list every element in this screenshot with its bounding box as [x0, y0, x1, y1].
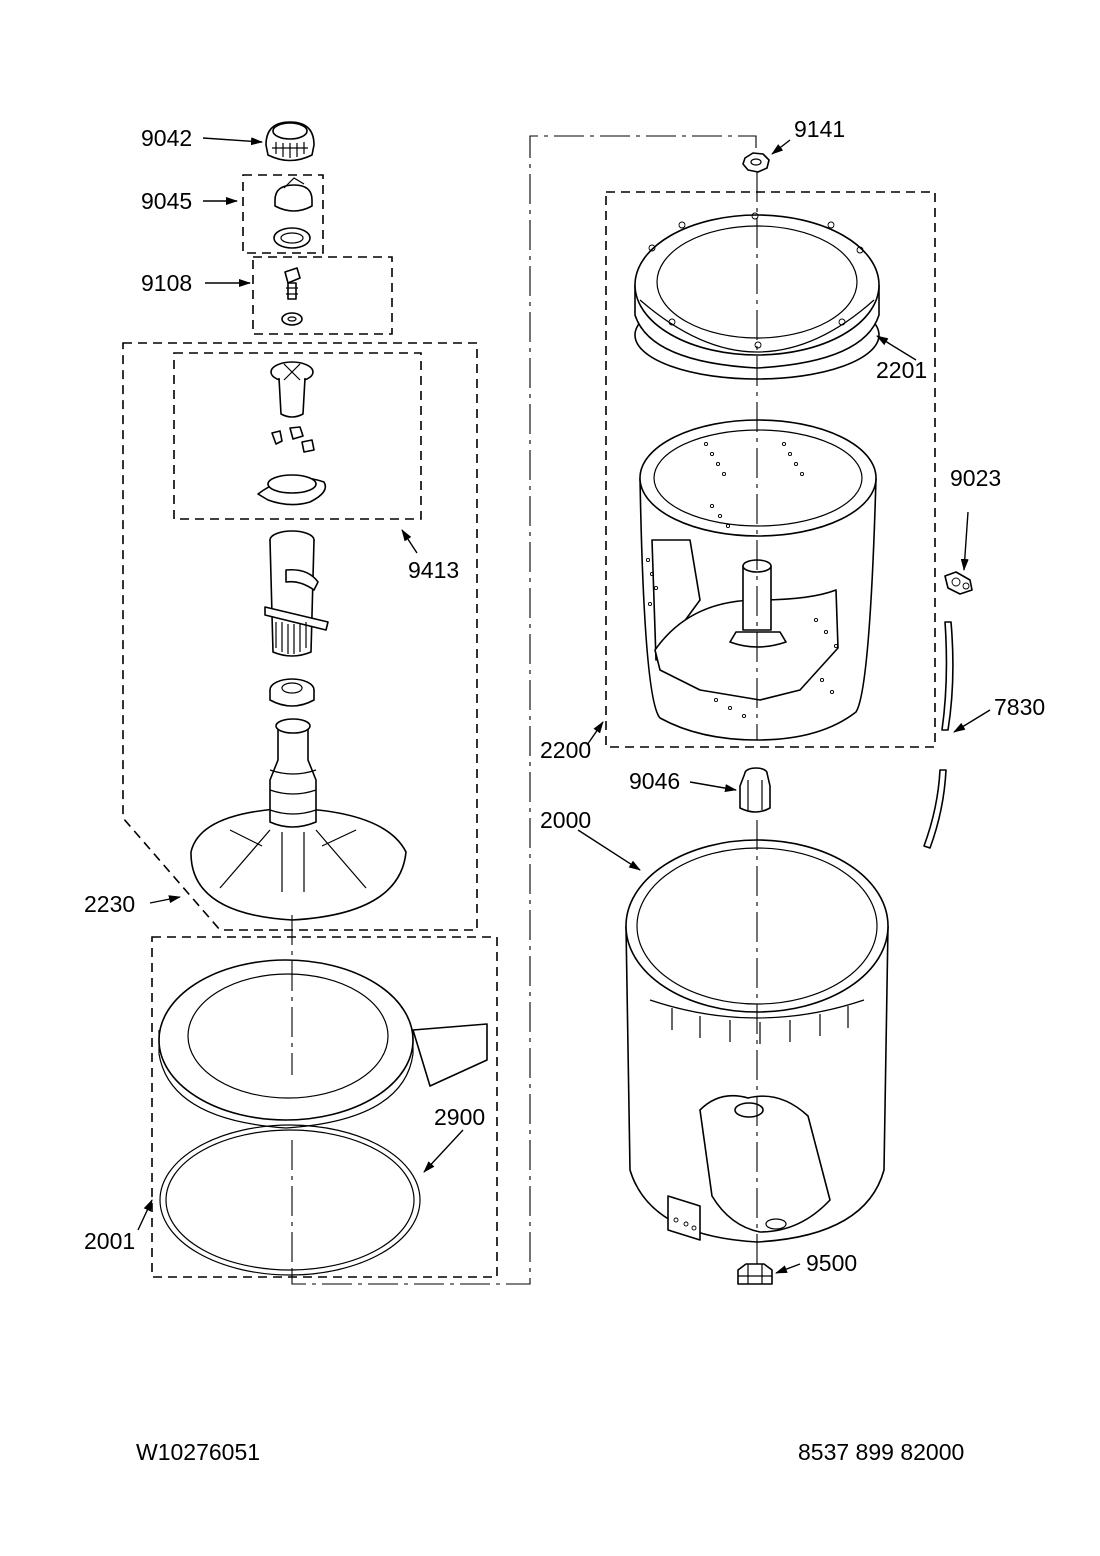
part-2900-ring-seal: [159, 1124, 421, 1276]
label-9413: 9413: [408, 557, 459, 583]
footer-right-code: 8537 899 82000: [798, 1439, 964, 1465]
part-coupler: [269, 678, 315, 707]
label-7830: 7830: [994, 694, 1045, 720]
label-9141: 9141: [794, 116, 845, 142]
part-7830-hose: [923, 621, 954, 849]
label-9046: 9046: [629, 768, 680, 794]
part-2000-outer-tub: [625, 839, 889, 1243]
label-2201: 2201: [876, 357, 927, 383]
box-2200-basket: [605, 191, 936, 748]
label-9042: 9042: [141, 125, 192, 151]
part-2001-tub-ring: [158, 959, 488, 1129]
label-2230: 2230: [84, 891, 135, 917]
box-2001-assembly: [151, 936, 498, 1278]
basket-perforations: [645, 441, 839, 719]
label-9023: 9023: [950, 465, 1001, 491]
part-9023-clamp: [944, 571, 973, 595]
part-9045-cap-ring: [273, 177, 313, 249]
box-9413-kit: [173, 352, 422, 520]
part-2200-spin-basket: [639, 419, 877, 741]
part-9046-hub: [739, 767, 771, 813]
label-2001: 2001: [84, 1228, 135, 1254]
footer-left-code: W10276051: [136, 1439, 260, 1465]
part-2230-agitator-base: [190, 718, 407, 921]
part-9413-cam-kit: [257, 361, 327, 506]
box-9108-kit: [252, 256, 393, 335]
part-auger: [264, 530, 329, 657]
part-9108-bolt: [281, 267, 303, 326]
part-labels: 9042 9045 9108 9413 2230 2900 2001 9141 …: [84, 116, 1045, 1276]
box-9045-kit: [242, 174, 324, 254]
part-9141-nut: [742, 152, 770, 173]
label-2200: 2200: [540, 737, 591, 763]
connector-line: [291, 135, 757, 1285]
label-9108: 9108: [141, 270, 192, 296]
label-9500: 9500: [806, 1250, 857, 1276]
box-2230-assembly: [122, 342, 478, 931]
label-2000: 2000: [540, 807, 591, 833]
group-boxes: [122, 174, 936, 1278]
part-9500-drain-nut: [737, 1263, 773, 1285]
label-9045: 9045: [141, 188, 192, 214]
leader-arrows: [137, 137, 991, 1274]
label-2900: 2900: [434, 1104, 485, 1130]
part-9042-cap: [265, 121, 315, 162]
